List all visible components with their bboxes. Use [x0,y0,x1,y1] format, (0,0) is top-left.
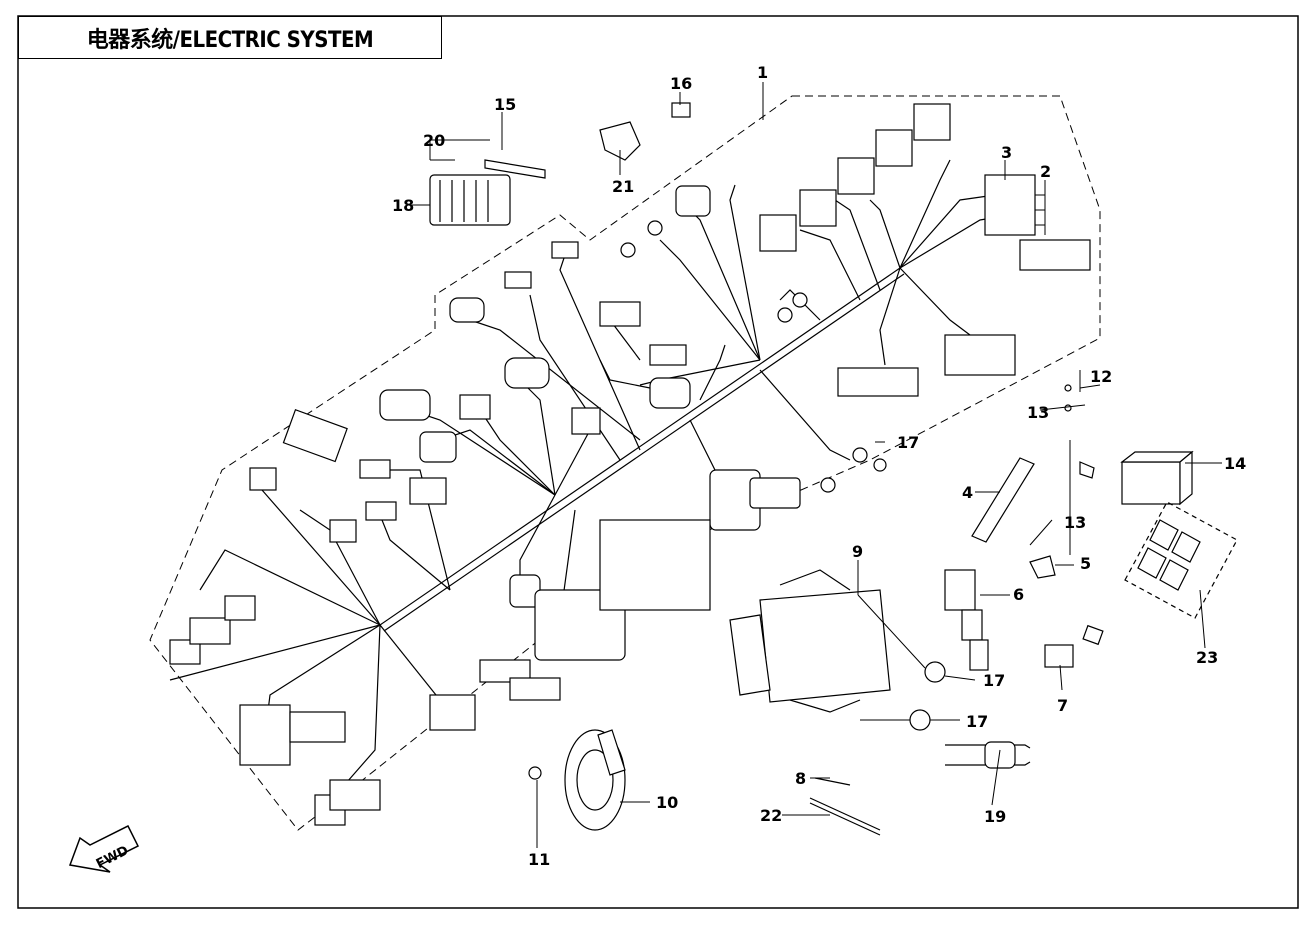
callout-16: 16 [670,74,692,93]
leader-lines [410,82,1222,848]
callout-11: 11 [528,850,550,869]
regulator-rectifier [429,159,546,226]
callout-18: 18 [392,196,414,215]
callout-6: 6 [1013,585,1024,604]
callout-21: 21 [612,177,634,196]
page-title: 电器系统/ELECTRIC SYSTEM [86,27,374,53]
bolt-and-tie [809,777,881,836]
callout-17a: 17 [897,433,919,452]
callout-17c: 17 [966,712,988,731]
horn [528,729,626,831]
callout-7: 7 [1057,696,1068,715]
fwd-arrow [68,824,140,873]
harness-trunk [169,159,1011,791]
callout-5: 5 [1080,554,1091,573]
ecu-box [729,569,946,731]
callout-23: 23 [1196,648,1218,667]
small-parts-top [599,102,691,161]
switch-7 [1044,624,1104,668]
callout-1: 1 [757,63,768,82]
callout-15: 15 [494,95,516,114]
callout-12: 12 [1090,367,1112,386]
battery [1120,450,1194,506]
sensor-wire [945,741,1031,769]
callout-13a: 13 [1027,403,1049,422]
battery-accessories [971,384,1095,579]
harness-outline [149,95,1101,831]
callout-20: 20 [423,131,445,150]
callout-14: 14 [1224,454,1246,473]
callout-22: 22 [760,806,782,825]
outer-frame [17,15,1299,909]
callout-17b: 17 [983,671,1005,690]
callout-8: 8 [795,769,806,788]
harness-connectors [169,103,1091,826]
callout-13b: 13 [1064,513,1086,532]
callout-4: 4 [962,483,973,502]
title-box: 电器系统/ELECTRIC SYSTEM [18,16,442,59]
ring-terminals [620,220,887,493]
callout-2: 2 [1040,162,1051,181]
label-sheet [1124,501,1238,619]
callout-3: 3 [1001,143,1012,162]
switch-6 [944,569,989,671]
callout-9: 9 [852,542,863,561]
callout-19: 19 [984,807,1006,826]
callout-10: 10 [656,793,678,812]
